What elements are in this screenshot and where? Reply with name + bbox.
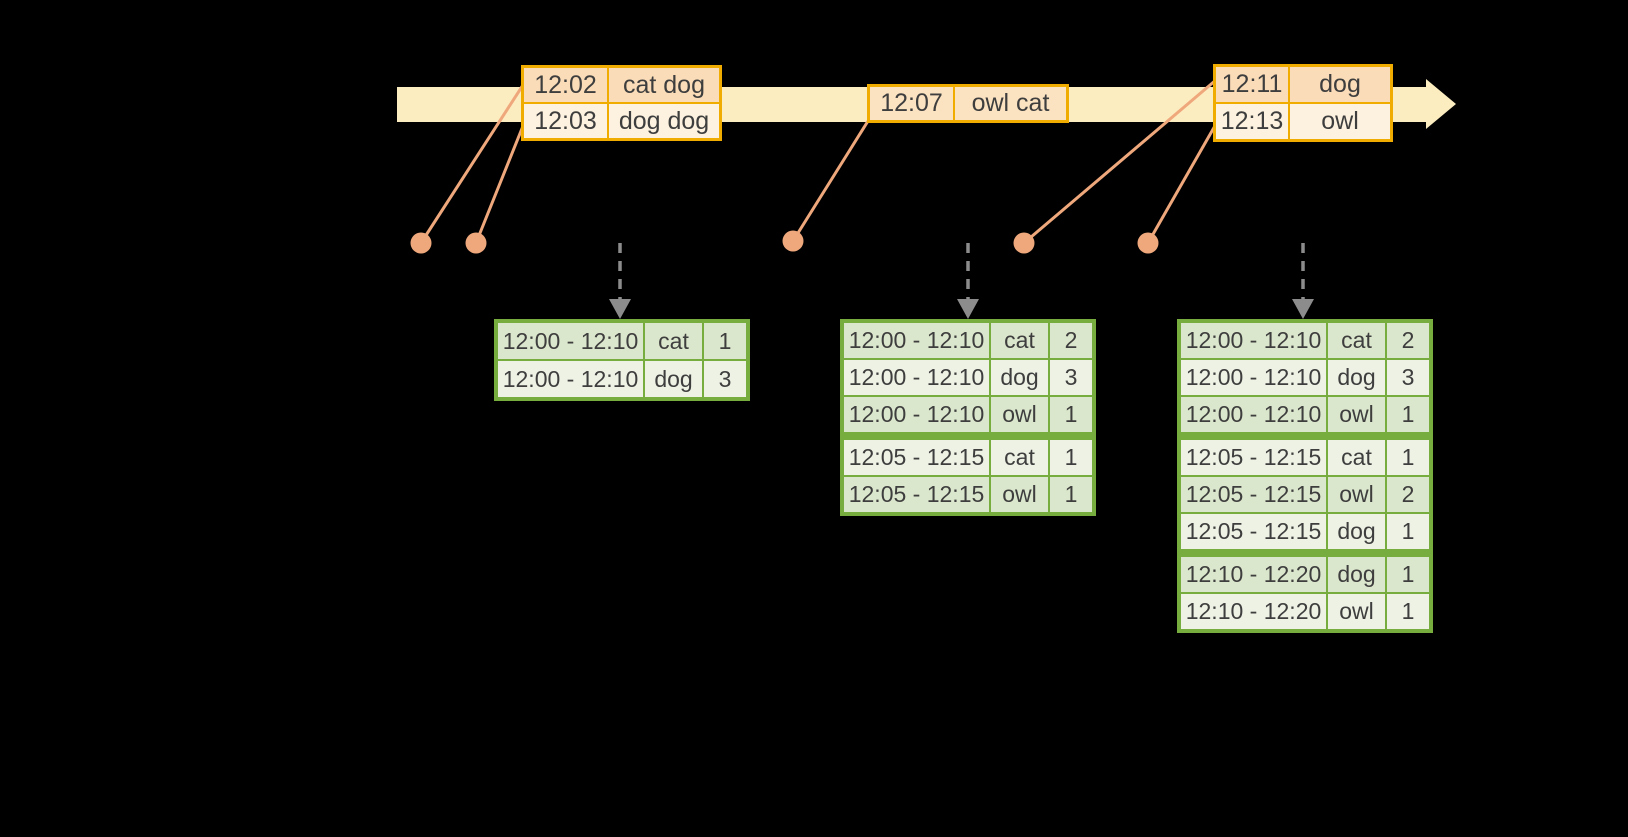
event-time-cell: 12:11	[1216, 67, 1288, 102]
window-range-cell: 12:00 - 12:10	[1181, 323, 1326, 358]
trigger-arrowhead-icon	[957, 299, 979, 319]
word-cell: dog	[1328, 360, 1385, 395]
word-cell: owl	[1328, 477, 1385, 512]
word-cell: owl	[991, 397, 1048, 432]
trigger-arrowhead-icon	[1292, 299, 1314, 319]
word-cell: dog	[1328, 557, 1385, 592]
event-dot	[465, 232, 487, 254]
window-range-cell: 12:05 - 12:15	[1181, 477, 1326, 512]
event-dot	[1013, 232, 1035, 254]
event-connector-line	[1023, 78, 1217, 245]
event-dot	[410, 232, 432, 254]
word-cell: dog	[645, 361, 702, 397]
count-cell: 1	[1387, 557, 1429, 592]
count-cell: 1	[1050, 477, 1092, 512]
count-cell: 3	[704, 361, 746, 397]
word-cell: cat	[991, 323, 1048, 358]
window-range-cell: 12:00 - 12:10	[1181, 360, 1326, 395]
event-dot	[1137, 232, 1159, 254]
count-cell: 1	[1387, 440, 1429, 475]
window-range-cell: 12:00 - 12:10	[498, 323, 643, 359]
event-time-cell: 12:03	[524, 104, 607, 138]
word-cell: cat	[991, 440, 1048, 475]
event-connector-line	[419, 84, 525, 244]
word-cell: owl	[991, 477, 1048, 512]
trigger-arrowhead-icon	[609, 299, 631, 319]
window-range-cell: 12:10 - 12:20	[1181, 594, 1326, 629]
word-cell: dog	[1328, 514, 1385, 549]
window-range-cell: 12:05 - 12:15	[1181, 514, 1326, 549]
count-cell: 3	[1050, 360, 1092, 395]
window-range-cell: 12:05 - 12:15	[844, 440, 989, 475]
word-cell: owl	[1328, 397, 1385, 432]
event-connector-line	[791, 120, 870, 242]
window-range-cell: 12:00 - 12:10	[1181, 397, 1326, 432]
window-range-cell: 12:05 - 12:15	[1181, 440, 1326, 475]
event-words-cell: owl cat	[955, 87, 1066, 120]
count-cell: 2	[1050, 323, 1092, 358]
event-words-cell: cat dog	[609, 68, 719, 102]
count-cell: 1	[1050, 397, 1092, 432]
timeline-arrowhead-icon	[1426, 79, 1456, 129]
window-range-cell: 12:00 - 12:10	[844, 397, 989, 432]
count-cell: 3	[1387, 360, 1429, 395]
window-range-cell: 12:00 - 12:10	[844, 323, 989, 358]
word-cell: dog	[991, 360, 1048, 395]
count-cell: 1	[1387, 514, 1429, 549]
event-time-cell: 12:13	[1216, 104, 1288, 139]
event-connector-line	[474, 125, 525, 244]
count-cell: 1	[704, 323, 746, 359]
count-cell: 1	[1387, 594, 1429, 629]
event-words-cell: dog	[1290, 67, 1390, 102]
window-range-cell: 12:00 - 12:10	[498, 361, 643, 397]
count-cell: 1	[1387, 397, 1429, 432]
word-cell: cat	[1328, 323, 1385, 358]
event-words-cell: owl	[1290, 104, 1390, 139]
window-range-cell: 12:10 - 12:20	[1181, 557, 1326, 592]
event-words-cell: dog dog	[609, 104, 719, 138]
window-range-cell: 12:05 - 12:15	[844, 477, 989, 512]
word-cell: cat	[1328, 440, 1385, 475]
word-cell: owl	[1328, 594, 1385, 629]
window-range-cell: 12:00 - 12:10	[844, 360, 989, 395]
event-connector-line	[1146, 123, 1218, 244]
event-time-cell: 12:07	[870, 87, 953, 120]
event-time-cell: 12:02	[524, 68, 607, 102]
count-cell: 2	[1387, 477, 1429, 512]
count-cell: 1	[1050, 440, 1092, 475]
event-dot	[782, 230, 804, 252]
word-cell: cat	[645, 323, 702, 359]
count-cell: 2	[1387, 323, 1429, 358]
